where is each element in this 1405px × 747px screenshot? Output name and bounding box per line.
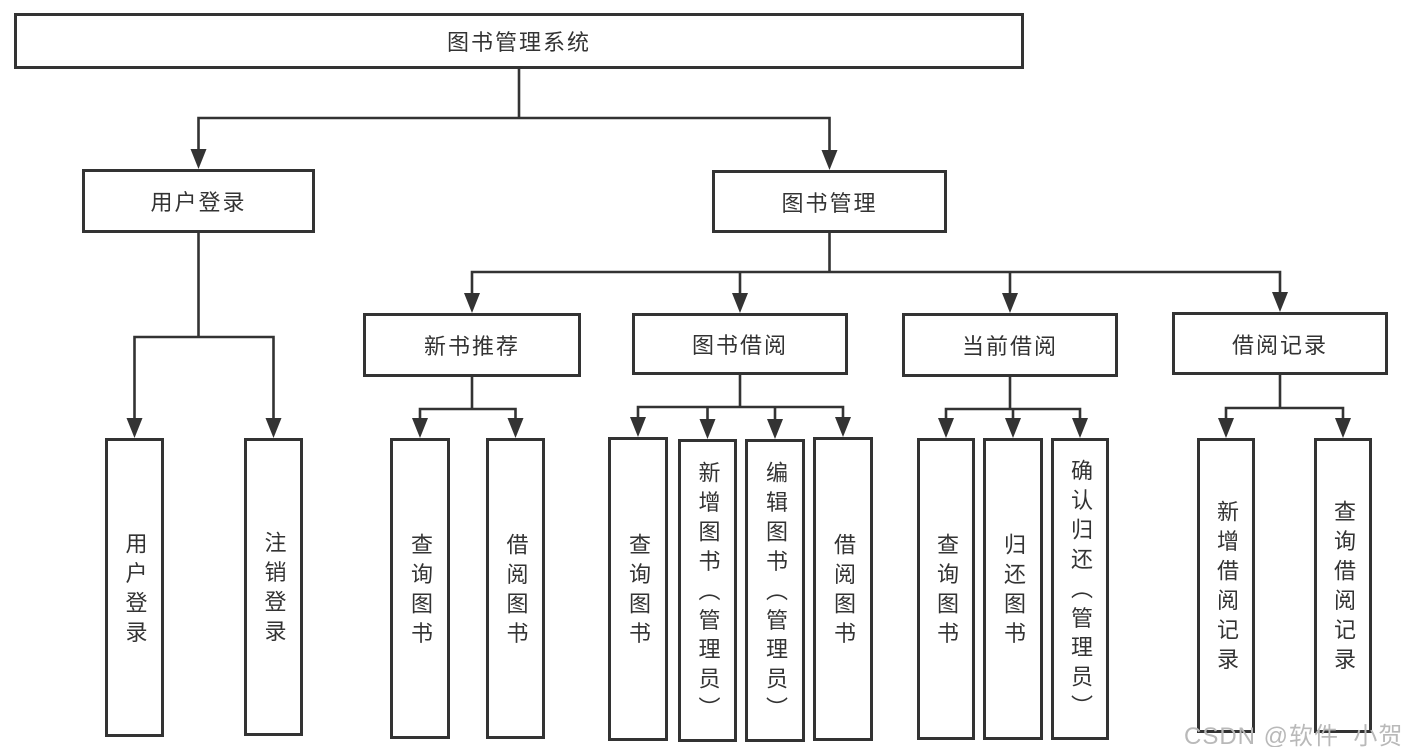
arrowhead-leaf-borrow-books: [835, 417, 851, 437]
arrowhead-book-borrowing: [732, 293, 748, 313]
arrowhead-borrow-records: [1272, 292, 1288, 312]
connector-new-book-split: [418, 407, 517, 424]
node-leaf-user-login-label: 用户登录: [122, 531, 148, 650]
node-leaf-query-books-current-label: 查询图书: [934, 533, 959, 651]
node-leaf-logout: 注销登录: [244, 438, 303, 736]
connector-borrow-records-split: [1224, 406, 1345, 424]
arrowhead-leaf-add-books-admin: [699, 419, 716, 439]
node-borrow-records-label: 借阅记录: [1231, 332, 1328, 358]
arrowhead-leaf-query-books-newbook: [412, 418, 428, 438]
node-leaf-borrow-books: 借阅图书: [813, 437, 873, 741]
arrowhead-leaf-user-login: [126, 418, 143, 438]
arrowhead-new-book-recommend: [464, 293, 480, 313]
connector-current-borrowing-split: [944, 407, 1082, 424]
node-book-borrowing-label: 图书借阅: [691, 333, 788, 358]
node-leaf-query-books-newbook-label: 查询图书: [408, 532, 433, 651]
arrowhead-leaf-edit-books-admin: [767, 419, 783, 439]
node-borrow-records: 借阅记录: [1172, 312, 1388, 375]
node-current-borrowing-label: 当前借阅: [961, 334, 1058, 359]
arrowhead-leaf-borrow-books-newbook: [507, 418, 524, 438]
node-leaf-borrow-books-newbook-label: 借阅图书: [503, 532, 529, 651]
node-leaf-edit-books-admin-label: 编辑图书（管理员）: [763, 460, 788, 727]
arrowhead-leaf-logout: [265, 418, 282, 438]
node-leaf-add-borrow-record: 新增借阅记录: [1197, 438, 1255, 733]
node-leaf-borrow-books-newbook: 借阅图书: [486, 438, 545, 739]
node-leaf-add-books-admin: 新增图书（管理员）: [678, 439, 737, 742]
arrowhead-leaf-return-books: [1005, 418, 1021, 438]
arrowhead-leaf-query-books-current: [938, 418, 954, 438]
node-user-login-label: 用户登录: [150, 190, 247, 215]
arrowhead-leaf-query-books-borrowing: [630, 417, 646, 437]
arrowhead-book-management: [821, 150, 838, 170]
arrowhead-user-login: [190, 149, 207, 169]
node-leaf-return-books-label: 归还图书: [1001, 533, 1026, 651]
node-leaf-query-borrow-record: 查询借阅记录: [1314, 438, 1372, 733]
node-new-book-recommend-label: 新书推荐: [423, 334, 520, 359]
node-leaf-confirm-return-admin-label: 确认归还（管理员）: [1068, 459, 1093, 725]
node-leaf-edit-books-admin: 编辑图书（管理员）: [745, 439, 805, 742]
node-leaf-query-books-current: 查询图书: [917, 438, 975, 740]
node-leaf-logout-label: 注销登录: [261, 531, 287, 649]
node-leaf-query-books-borrowing: 查询图书: [608, 437, 668, 741]
node-leaf-add-borrow-record-label: 新增借阅记录: [1214, 500, 1239, 677]
node-book-management: 图书管理: [712, 170, 947, 233]
arrowhead-current-borrowing: [1002, 293, 1018, 313]
node-leaf-query-books-borrowing-label: 查询图书: [626, 533, 651, 651]
node-leaf-return-books: 归还图书: [983, 438, 1043, 740]
arrowhead-leaf-add-borrow-record: [1218, 418, 1234, 438]
node-root-label: 图书管理系统: [446, 30, 591, 55]
node-book-borrowing: 图书借阅: [632, 313, 848, 375]
node-book-management-label: 图书管理: [781, 190, 878, 216]
watermark: CSDN @软件_小贺同学: [1184, 723, 1405, 747]
connector-user-login-split: [133, 335, 275, 424]
connector-level2-split: [197, 116, 831, 156]
node-leaf-query-borrow-record-label: 查询借阅记录: [1331, 500, 1356, 677]
arrowhead-leaf-query-borrow-record: [1335, 418, 1351, 438]
node-user-login: 用户登录: [82, 169, 315, 233]
node-leaf-borrow-books-label: 借阅图书: [831, 533, 856, 651]
node-current-borrowing: 当前借阅: [902, 313, 1118, 377]
node-root: 图书管理系统: [14, 13, 1024, 69]
node-leaf-user-login: 用户登录: [105, 438, 164, 737]
node-leaf-query-books-newbook: 查询图书: [390, 438, 450, 739]
node-leaf-confirm-return-admin: 确认归还（管理员）: [1051, 438, 1109, 740]
arrowhead-leaf-confirm-return-admin: [1072, 418, 1088, 438]
node-leaf-add-books-admin-label: 新增图书（管理员）: [695, 460, 721, 727]
connector-book-borrowing-split: [636, 405, 845, 423]
connector-level3-split: [470, 270, 1282, 299]
node-new-book-recommend: 新书推荐: [363, 313, 581, 377]
